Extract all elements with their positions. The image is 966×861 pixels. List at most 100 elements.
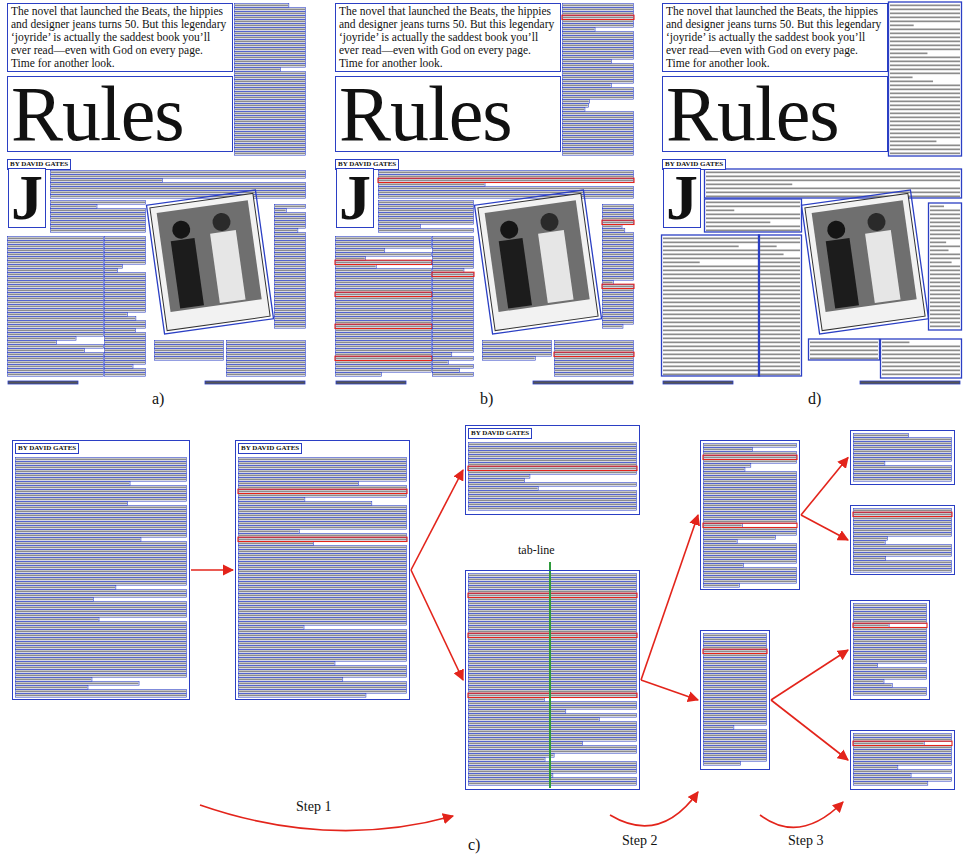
text-line-mark	[433, 254, 473, 256]
text-line-mark	[16, 595, 186, 597]
text-line-mark	[703, 524, 742, 528]
text-line-mark	[379, 180, 633, 182]
text-line-mark	[8, 254, 103, 256]
text-line-mark	[7, 325, 103, 329]
text-line-mark	[226, 365, 305, 369]
text-line-mark	[16, 695, 186, 697]
text-line-mark	[275, 310, 305, 312]
text-line-mark	[7, 269, 103, 273]
text-line-mark	[760, 358, 800, 360]
text-line-mark	[853, 537, 887, 541]
text-line-mark	[238, 506, 406, 510]
text-line-mark	[275, 270, 305, 272]
text-line-mark	[234, 72, 305, 76]
text-line-mark	[15, 686, 88, 690]
text-line-mark	[468, 714, 636, 718]
text-line-mark	[235, 69, 280, 71]
text-line-mark	[563, 13, 633, 15]
text-line-mark	[810, 358, 878, 360]
text-line-mark	[379, 196, 633, 198]
text-line-mark	[890, 89, 960, 91]
text-line-mark	[235, 5, 288, 7]
text-line-mark	[433, 266, 473, 268]
text-line-mark	[239, 607, 406, 609]
text-line-mark	[379, 210, 473, 212]
text-line-mark	[7, 373, 103, 377]
text-line-mark	[554, 349, 633, 353]
text-line-mark	[378, 179, 633, 183]
text-line-mark	[235, 65, 305, 67]
text-line-mark	[468, 606, 636, 610]
text-line-mark	[563, 53, 633, 55]
text-line-mark	[853, 604, 926, 608]
text-line-mark	[890, 41, 960, 43]
text-line-mark	[379, 218, 473, 220]
text-line-mark	[930, 282, 960, 284]
text-line-mark	[890, 73, 960, 75]
text-line-mark	[379, 214, 473, 216]
text-line-mark	[554, 353, 633, 357]
text-line-mark	[335, 309, 431, 313]
text-line-mark	[274, 305, 305, 309]
text-line-mark	[602, 220, 634, 224]
text-line-mark	[602, 289, 633, 293]
text-line-mark	[810, 354, 878, 356]
text-line-mark	[238, 614, 406, 618]
text-line-mark	[930, 230, 960, 232]
text-line-mark	[704, 695, 766, 697]
text-line-mark	[379, 172, 633, 174]
text-line-mark	[104, 261, 145, 265]
text-line-mark	[469, 500, 636, 502]
text-line-mark	[226, 353, 305, 357]
text-line-mark	[703, 516, 796, 520]
text-line-mark	[663, 334, 758, 336]
text-line-mark	[105, 258, 145, 260]
text-line-mark	[760, 342, 800, 344]
text-line-mark	[8, 294, 103, 296]
text-line-mark	[703, 750, 766, 754]
layout-block	[850, 730, 955, 790]
text-line-mark	[468, 491, 636, 495]
text-line-mark	[468, 670, 636, 674]
text-line-mark	[704, 639, 766, 641]
text-line-mark	[15, 522, 186, 526]
text-line-mark	[704, 461, 796, 463]
text-line-mark	[704, 581, 796, 583]
text-line-mark	[853, 454, 951, 458]
text-line-mark	[238, 578, 406, 582]
text-line-mark	[8, 358, 103, 360]
text-line-mark	[602, 265, 633, 269]
panel-label: d)	[806, 390, 823, 408]
photo-figure	[210, 230, 245, 303]
text-line-mark	[853, 525, 951, 529]
text-line-mark	[239, 475, 406, 477]
photo-figure	[211, 212, 231, 232]
text-line-mark	[239, 663, 334, 665]
text-line-mark	[16, 687, 87, 689]
text-line-mark	[930, 274, 960, 276]
text-line-mark	[234, 100, 305, 104]
text-line-mark	[854, 443, 951, 445]
split-arrow	[801, 515, 848, 540]
text-line-mark	[51, 206, 96, 208]
text-line-mark	[104, 357, 145, 361]
text-line-mark	[238, 494, 406, 498]
text-line-mark	[50, 171, 305, 175]
text-line-mark	[469, 504, 636, 506]
text-line-mark	[16, 519, 186, 521]
text-line-mark	[703, 742, 766, 746]
text-line-mark	[663, 254, 758, 256]
text-line-mark	[704, 509, 796, 511]
text-line-mark	[704, 743, 766, 745]
text-line-mark	[239, 639, 406, 641]
text-line-mark	[703, 702, 766, 706]
text-line-mark	[703, 638, 766, 642]
text-line-mark	[853, 656, 926, 660]
text-line-mark	[16, 691, 186, 693]
text-line-mark	[930, 214, 960, 216]
text-line-mark	[853, 623, 927, 627]
text-line-mark	[104, 281, 145, 285]
text-line-mark	[227, 346, 305, 348]
text-line-mark	[104, 373, 145, 377]
text-line-mark	[704, 549, 796, 551]
